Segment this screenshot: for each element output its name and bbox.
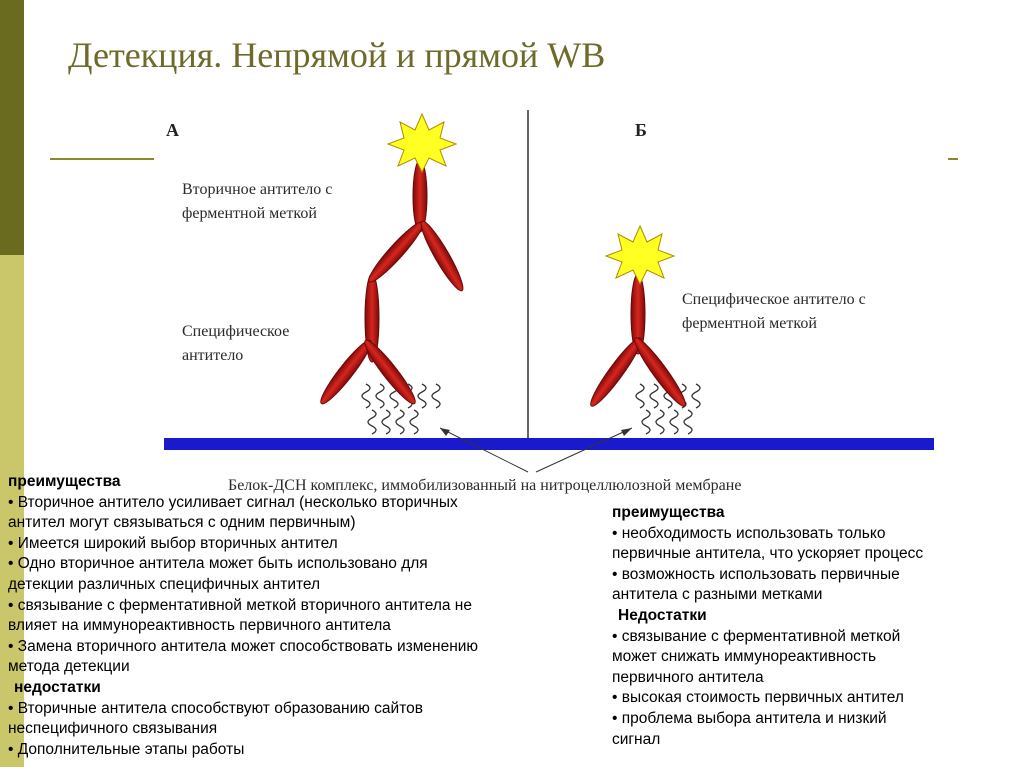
left-heading-disadvantages: недостатки [14, 678, 101, 696]
right-dis-line: • проблема выбора антитела и низкий [612, 709, 887, 727]
direct-wb-notes: преимущества • необходимость использоват… [612, 503, 1017, 750]
specific-label-line-2: антитело [182, 347, 244, 364]
left-adv-line: • Одно вторичное антитела может быть исп… [8, 555, 428, 573]
arrow-a-head [440, 428, 450, 436]
wb-diagram: А Б Вторичное антитело с ферментной метк… [150, 100, 950, 500]
panel-label-a: А [166, 120, 179, 140]
left-adv-line: детекции различных специфичных антител [8, 575, 321, 593]
secondary-antibody-a [368, 159, 464, 292]
left-adv-line: метода детекции [8, 658, 130, 676]
specific-antibody-label: Специфическое антитело [182, 320, 289, 368]
right-dis-line: • высокая стоимость первичных антител [612, 689, 904, 707]
right-adv-line: первичные антитела, что ускоряет процесс [612, 545, 924, 563]
left-dis-line: • Дополнительные этапы работы [8, 740, 245, 758]
left-adv-line: • Имеется широкий выбор вторичных антите… [8, 534, 338, 552]
right-heading-disadvantages: Недостатки [618, 606, 707, 624]
arrow-b [535, 427, 633, 473]
left-adv-line: влияет на иммунореактивность первичного … [8, 617, 391, 635]
left-dis-line: • Вторичные антитела способствуют образо… [8, 699, 423, 717]
right-adv-line: антитела с разными метками [612, 586, 823, 604]
left-heading-advantages: преимущества [8, 473, 121, 490]
enzyme-label-star-b [604, 224, 676, 286]
right-dis-line: сигнал [612, 730, 661, 748]
accent-bar-dark [0, 0, 24, 255]
left-adv-line: • Замена вторичного антитела может спосо… [8, 637, 479, 655]
right-adv-line: • необходимость использовать только [612, 524, 886, 542]
right-heading-advantages: преимущества [612, 504, 725, 521]
primary-antibody-b [590, 273, 686, 407]
diagram-graphics [164, 110, 934, 473]
title-rule-right [948, 158, 958, 160]
membrane-caption: Белок-ДСН комплекс, иммобилизованный на … [228, 477, 742, 494]
arrow-a [439, 427, 529, 473]
secondary-label-line-2: ферментной меткой [182, 205, 317, 222]
panel-label-b: Б [635, 120, 647, 140]
primary-antibody-a [320, 273, 416, 405]
title-rule-left [50, 158, 154, 160]
accent-bar-light [0, 255, 24, 767]
direct-label-line-2: ферментной меткой [682, 315, 817, 332]
membrane [164, 438, 934, 450]
direct-label-line-1: Специфическое антитело с [682, 291, 866, 308]
secondary-label-line-1: Вторичное антитело с [182, 181, 333, 198]
left-adv-line: • Вторичное антитело усиливает сигнал (н… [8, 493, 458, 511]
left-adv-line: антител могут связываться с одним первич… [8, 514, 356, 532]
enzyme-label-star-a [386, 112, 458, 174]
arrow-b-head [621, 428, 632, 436]
right-dis-line: первичного антитела [612, 668, 764, 686]
right-dis-line: может снижать иммунореактивность [612, 648, 877, 666]
direct-antibody-label: Специфическое антитело с ферментной метк… [682, 288, 866, 336]
left-adv-line: • связывание с ферментативной меткой вто… [8, 596, 472, 614]
right-adv-line: • возможность использовать первичные [612, 565, 900, 583]
right-dis-line: • связывание с ферментативной меткой [612, 627, 901, 645]
slide-title: Детекция. Непрямой и прямой WB [68, 35, 606, 75]
left-dis-line: неспецифичного связывания [8, 720, 218, 738]
indirect-wb-notes: преимущества • Вторичное антитело усилив… [8, 472, 608, 760]
specific-label-line-1: Специфическое [182, 323, 290, 340]
secondary-antibody-label: Вторичное антитело с ферментной меткой [182, 178, 332, 226]
